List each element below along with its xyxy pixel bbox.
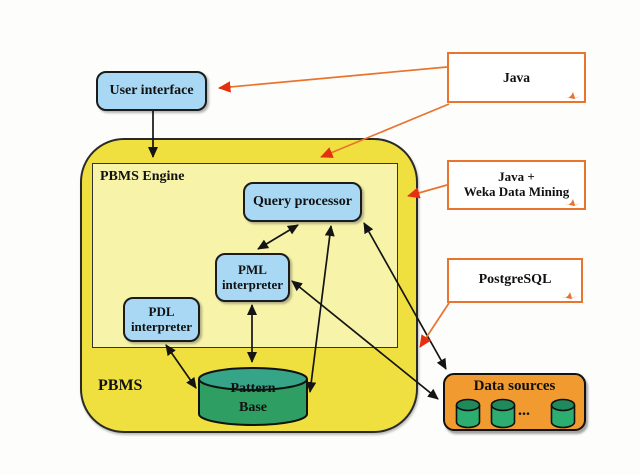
leader-postgresql-to-pbms — [419, 302, 450, 348]
user-interface-box: User interface — [96, 71, 207, 111]
data-sources-box: Data sources ... — [443, 373, 586, 431]
weka-callout-label-line2: Weka Data Mining — [463, 184, 570, 199]
pml-interpreter-box: PML interpreter — [215, 253, 290, 302]
pattern-base-label-line1: Pattern — [230, 381, 276, 396]
data-sources-label: Data sources — [473, 378, 556, 394]
pattern-base-label-line2: Base — [239, 399, 267, 415]
user-interface-label: User interface — [109, 82, 194, 98]
java-callout-label: Java — [503, 69, 530, 85]
pbms-label: PBMS — [98, 377, 143, 394]
pml-interpreter-label-line1: PML — [238, 261, 267, 277]
weka-callout: Java + Weka Data Mining — [447, 160, 586, 210]
folded-corner-icon — [562, 292, 577, 299]
postgresql-callout: PostgreSQL — [447, 258, 583, 303]
data-source-cylinder-icon — [550, 398, 576, 429]
folded-corner-icon — [565, 199, 580, 206]
pdl-interpreter-label-line2: interpreter — [130, 318, 193, 334]
pbms-engine-label: PBMS Engine — [100, 169, 185, 184]
leader-java-to-userinterface — [218, 66, 448, 93]
folded-corner-icon — [565, 92, 580, 99]
pml-interpreter-label-line2: interpreter — [221, 276, 284, 292]
query-processor-label: Query processor — [253, 193, 352, 209]
weka-callout-label-line1: Java + — [498, 169, 535, 185]
data-sources-ellipsis: ... — [518, 402, 530, 419]
postgresql-callout-label: PostgreSQL — [478, 272, 552, 288]
pattern-base-label: Pattern Base — [197, 380, 309, 418]
java-callout: Java — [447, 52, 586, 103]
pdl-interpreter-box: PDL interpreter — [123, 297, 200, 342]
data-source-cylinder-icon — [455, 398, 481, 429]
query-processor-box: Query processor — [243, 182, 362, 222]
data-source-cylinder-icon — [490, 398, 516, 429]
pdl-interpreter-label-line1: PDL — [148, 303, 175, 319]
